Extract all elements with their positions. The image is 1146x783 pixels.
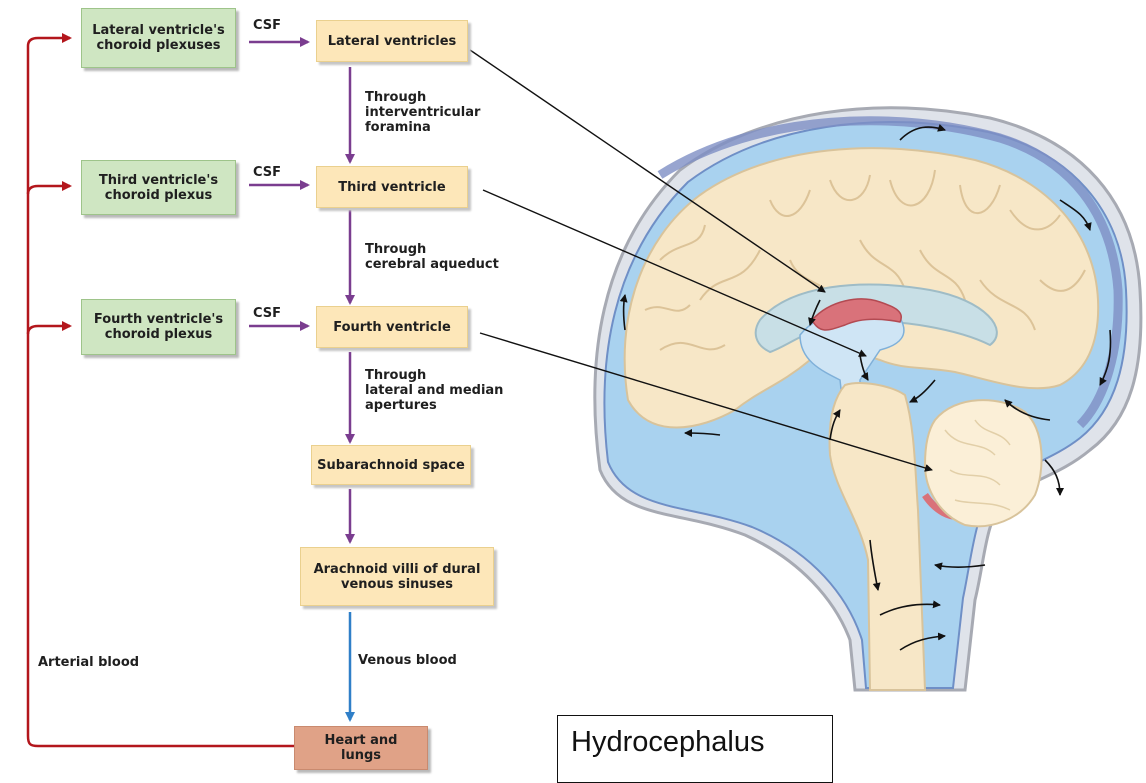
- csf-label-2: CSF: [253, 165, 281, 180]
- csf-label-1: CSF: [253, 18, 281, 33]
- heart-lungs-label: Heart and lungs: [325, 733, 398, 763]
- apertures-label: Through lateral and median apertures: [365, 368, 503, 413]
- lateral-ventricle-choroid-plexus-box: Lateral ventricle's choroid plexuses: [81, 8, 236, 68]
- cerebral-aqueduct-label: Through cerebral aqueduct: [365, 242, 499, 272]
- lateral-ventricles-label: Lateral ventricles: [328, 34, 457, 49]
- venous-blood-label: Venous blood: [358, 653, 457, 668]
- fourth-ventricle-box: Fourth ventricle: [316, 306, 468, 348]
- cerebellum: [925, 400, 1042, 526]
- fourth-ventricle-label: Fourth ventricle: [333, 320, 451, 335]
- subarachnoid-space-box: Subarachnoid space: [311, 445, 471, 485]
- fourth-ventricle-choroid-plexus-box: Fourth ventricle's choroid plexus: [81, 299, 236, 355]
- interventricular-foramina-label: Through interventricular foramina: [365, 90, 480, 135]
- third-ventricle-label: Third ventricle: [338, 180, 445, 195]
- heart-lungs-box: Heart and lungs: [294, 726, 428, 770]
- third-ventricle-choroid-plexus-box: Third ventricle's choroid plexus: [81, 160, 236, 215]
- hydrocephalus-title-text: Hydrocephalus: [571, 726, 764, 759]
- third-ventricle-box: Third ventricle: [316, 166, 468, 208]
- arachnoid-villi-label: Arachnoid villi of dural venous sinuses: [314, 562, 481, 592]
- fourth-ventricle-choroid-plexus-label: Fourth ventricle's choroid plexus: [94, 312, 223, 342]
- subarachnoid-space-label: Subarachnoid space: [317, 458, 465, 473]
- lateral-ventricles-box: Lateral ventricles: [316, 20, 468, 62]
- arterial-blood-label: Arterial blood: [38, 655, 139, 670]
- third-ventricle-choroid-plexus-label: Third ventricle's choroid plexus: [99, 173, 218, 203]
- lateral-ventricle-choroid-plexus-label: Lateral ventricle's choroid plexuses: [92, 23, 225, 53]
- arachnoid-villi-box: Arachnoid villi of dural venous sinuses: [300, 547, 494, 606]
- csf-label-3: CSF: [253, 306, 281, 321]
